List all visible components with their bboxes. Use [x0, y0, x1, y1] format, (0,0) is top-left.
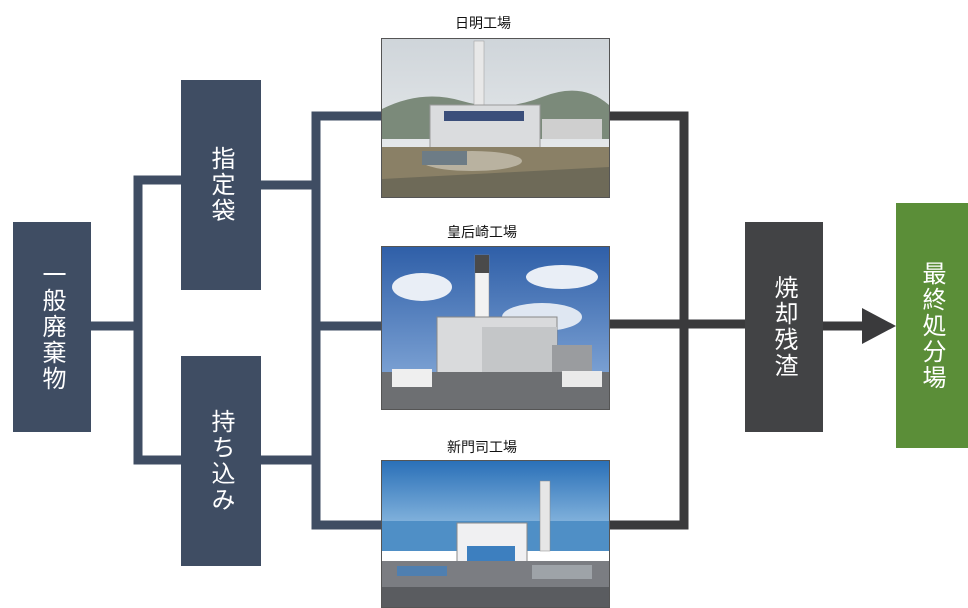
residue-box: 焼却残渣 [745, 222, 823, 432]
residue-label: 焼却残渣 [770, 275, 798, 379]
plant-photo-1 [381, 38, 610, 198]
plant-caption-2: 皇后崎工場 [447, 225, 517, 241]
source-box: 一般廃棄物 [13, 222, 91, 432]
plant-caption-3: 新門司工場 [447, 440, 517, 456]
plant-caption-1: 日明工場 [455, 16, 511, 32]
arrow-to-final-disposal [862, 308, 896, 344]
designated-bag-label: 指定袋 [207, 146, 235, 224]
carry-in-label: 持ち込み [207, 409, 235, 513]
carry-in-box: 持ち込み [181, 356, 261, 566]
plant-photo-3 [381, 460, 610, 608]
designated-bag-box: 指定袋 [181, 80, 261, 290]
final-disposal-label: 最終処分場 [918, 260, 946, 391]
final-disposal-box: 最終処分場 [896, 203, 968, 448]
source-label: 一般廃棄物 [38, 262, 66, 392]
plant-photo-2 [381, 246, 610, 410]
